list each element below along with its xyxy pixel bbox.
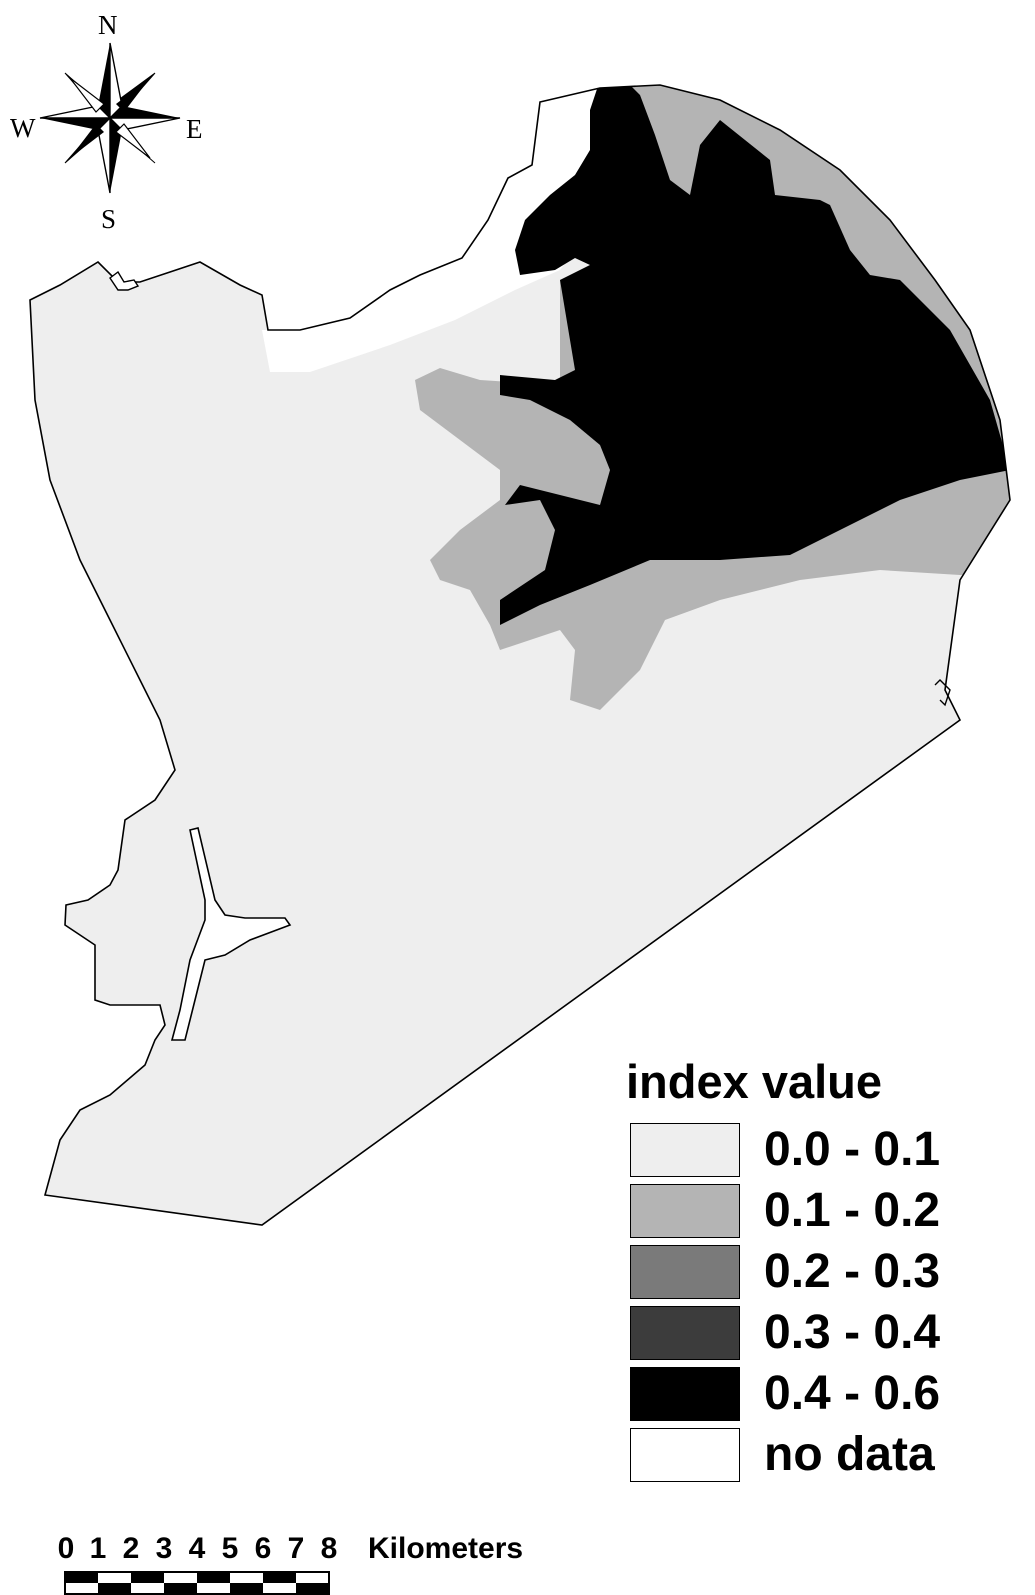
- legend-item: 0.2 - 0.3: [630, 1245, 960, 1301]
- legend-swatch: [630, 1184, 740, 1238]
- scale-seg-top-3: [197, 1572, 230, 1583]
- compass-ne-point: [116, 78, 150, 112]
- legend-swatch: [630, 1123, 740, 1177]
- legend-item: 0.0 - 0.1: [630, 1123, 960, 1179]
- compass-south-right: [110, 118, 122, 193]
- scale-tick-label: 0: [57, 1532, 75, 1565]
- legend-item: 0.1 - 0.2: [630, 1184, 960, 1240]
- legend-item: no data: [630, 1428, 960, 1484]
- scale-seg-bottom-1: [98, 1583, 131, 1594]
- legend-swatch: [630, 1428, 740, 1482]
- compass-north-left: [98, 43, 110, 118]
- scale-bar: [64, 1571, 330, 1595]
- legend-title: index value: [626, 1055, 882, 1108]
- scale-tick-label: 4: [188, 1532, 206, 1565]
- legend-label: 0.3 - 0.4: [764, 1306, 941, 1359]
- scale-seg-top-4: [263, 1572, 296, 1583]
- land-outline: [29, 84, 1011, 1226]
- legend-label: 0.2 - 0.3: [764, 1245, 941, 1298]
- scale-seg-bottom-4: [296, 1583, 329, 1594]
- zone-0.4-0.6: [500, 85, 1010, 625]
- legend-swatch: [630, 1245, 740, 1299]
- small-inlet: [109, 270, 140, 291]
- compass-east-top: [110, 106, 180, 118]
- legend-item: 0.3 - 0.4: [630, 1306, 960, 1362]
- reservoir-water: [170, 827, 292, 1041]
- scale-bar-unit: Kilometers: [368, 1532, 524, 1565]
- scale-seg-bottom-2: [164, 1583, 197, 1594]
- scale-seg-top-1: [65, 1572, 98, 1583]
- map-land-group: [29, 84, 1011, 1226]
- legend-swatch: [630, 1306, 740, 1360]
- scale-tick-label: 8: [320, 1532, 338, 1565]
- compass-west-label: W: [10, 113, 36, 143]
- compass-south-label: S: [101, 204, 117, 234]
- scale-bar-ticks: 0 1 2 3 4 5 6 7 8: [55, 1534, 345, 1568]
- compass-east-label: E: [186, 114, 203, 144]
- legend-label: 0.1 - 0.2: [764, 1184, 941, 1237]
- east-inlet: [934, 679, 951, 707]
- scale-tick-label: 3: [155, 1532, 173, 1565]
- scale-tick-label: 7: [287, 1532, 305, 1565]
- legend-swatch: [630, 1367, 740, 1421]
- compass-rose: [39, 42, 181, 194]
- compass-nw-point: [69, 77, 105, 113]
- scale-tick-label: 1: [89, 1532, 107, 1565]
- compass-se-point: [115, 123, 151, 159]
- legend-label: 0.0 - 0.1: [764, 1123, 941, 1176]
- compass-west-bottom: [40, 118, 110, 130]
- legend-label: no data: [764, 1428, 935, 1481]
- compass-sw-point: [70, 124, 104, 158]
- legend-item: 0.4 - 0.6: [630, 1367, 960, 1423]
- compass-north-label: N: [98, 10, 118, 40]
- compass-west-top: [39, 105, 112, 119]
- scale-seg-top-2: [131, 1572, 164, 1583]
- legend-label: 0.4 - 0.6: [764, 1367, 941, 1420]
- scale-tick-label: 6: [254, 1532, 272, 1565]
- zone-0.1-0.2-coastal-strip: [830, 205, 900, 280]
- scale-tick-label: 5: [221, 1532, 239, 1565]
- scale-tick-label: 2: [122, 1532, 140, 1565]
- scale-seg-bottom-3: [230, 1583, 263, 1594]
